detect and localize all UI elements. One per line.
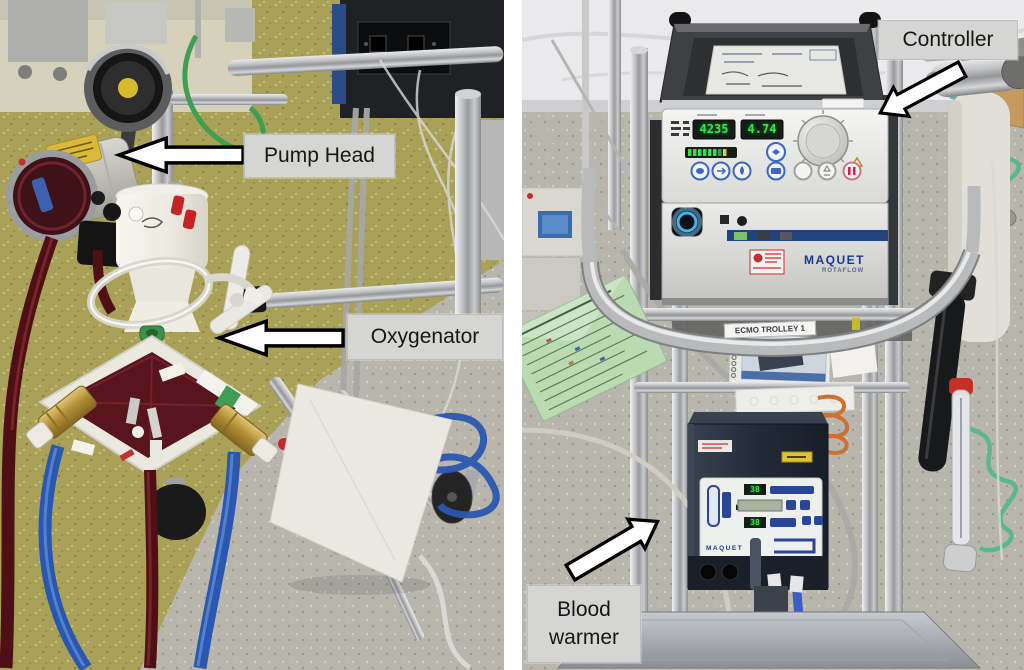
- pump-head-label-text: Pump Head: [264, 143, 375, 167]
- speed-knob[interactable]: [793, 110, 853, 167]
- power-button[interactable]: [671, 207, 703, 237]
- oxygenator-label-text: Oxygenator: [370, 324, 480, 348]
- pump-head-label: Pump Head: [244, 134, 395, 178]
- caster-center: [146, 476, 206, 540]
- vertical-pole-right: [455, 89, 481, 342]
- pump-head-arrow-icon: [113, 135, 245, 175]
- warning-sticker: [749, 249, 785, 275]
- flow-display-value: 4.74: [747, 122, 777, 136]
- shelf-bar: [618, 308, 918, 321]
- orange-coil: [817, 394, 849, 455]
- trolley-tag: ECMO TROLLEY 1: [723, 320, 817, 339]
- blue-tube-left: [38, 444, 92, 670]
- controller-unit: [650, 23, 898, 306]
- blood-warmer-label: Blood warmer: [527, 585, 641, 663]
- equipment-cart: [8, 0, 88, 62]
- right-photo: 4235 4.74 MAQUET ROTAFLOW ECMO TROLLEY 1…: [522, 0, 1024, 670]
- blood-warmer-label-line1: Blood: [557, 597, 611, 621]
- controller-brand: MAQUET: [804, 253, 865, 267]
- controller-label-text: Controller: [902, 27, 994, 51]
- stopcocks: [119, 397, 163, 462]
- oxygenator-arrow-icon: [213, 318, 345, 358]
- instruction-card: [705, 45, 847, 95]
- controller-panel: [661, 108, 889, 204]
- rpm-display-value: 4235: [699, 122, 729, 136]
- blood-warmer: [687, 412, 829, 663]
- paper-sheet: [269, 383, 453, 595]
- controller-arrow-icon: [877, 60, 969, 119]
- blood-warmer-label-line2: warmer: [548, 626, 619, 649]
- pump-head-face: [6, 150, 98, 242]
- controller-label: Controller: [878, 20, 1018, 60]
- brand-stripe: [727, 230, 888, 241]
- clamp-knob: [103, 203, 121, 221]
- controller-tray: [659, 23, 885, 103]
- warmer-panel: [699, 477, 823, 561]
- blue-tube-right: [193, 451, 241, 669]
- warmer-display-top: [744, 484, 766, 495]
- warmer-temp-top: 38: [750, 485, 760, 494]
- warmer-temp-bottom: 38: [750, 518, 760, 527]
- left-photo-art: [0, 0, 504, 670]
- brass-connector-left: [25, 385, 97, 449]
- red-tube-center: [144, 469, 159, 669]
- push-handle[interactable]: [581, 167, 981, 358]
- flowmeter: [943, 378, 977, 573]
- clear-tube-bottom: [418, 554, 472, 670]
- bargraph-display: [685, 147, 737, 158]
- oxygenator-label: Oxygenator: [347, 314, 503, 360]
- brass-connector-right: [210, 404, 279, 464]
- warmer-display-bottom: [744, 517, 766, 528]
- controller-model: ROTAFLOW: [822, 268, 865, 274]
- left-photo: Pump Head Oxygenator: [0, 0, 504, 670]
- white-carton: [735, 385, 855, 415]
- loop-connector: [243, 286, 264, 304]
- flow-display: [740, 119, 784, 140]
- warmer-brand: MAQUET: [706, 545, 744, 552]
- blood-warmer-arrow-icon: [563, 517, 661, 582]
- rpm-display: [692, 119, 736, 140]
- mode-button[interactable]: [766, 142, 786, 162]
- trolley-rail-top: [227, 46, 504, 76]
- controller-body: [661, 202, 889, 306]
- button-row[interactable]: [690, 161, 862, 181]
